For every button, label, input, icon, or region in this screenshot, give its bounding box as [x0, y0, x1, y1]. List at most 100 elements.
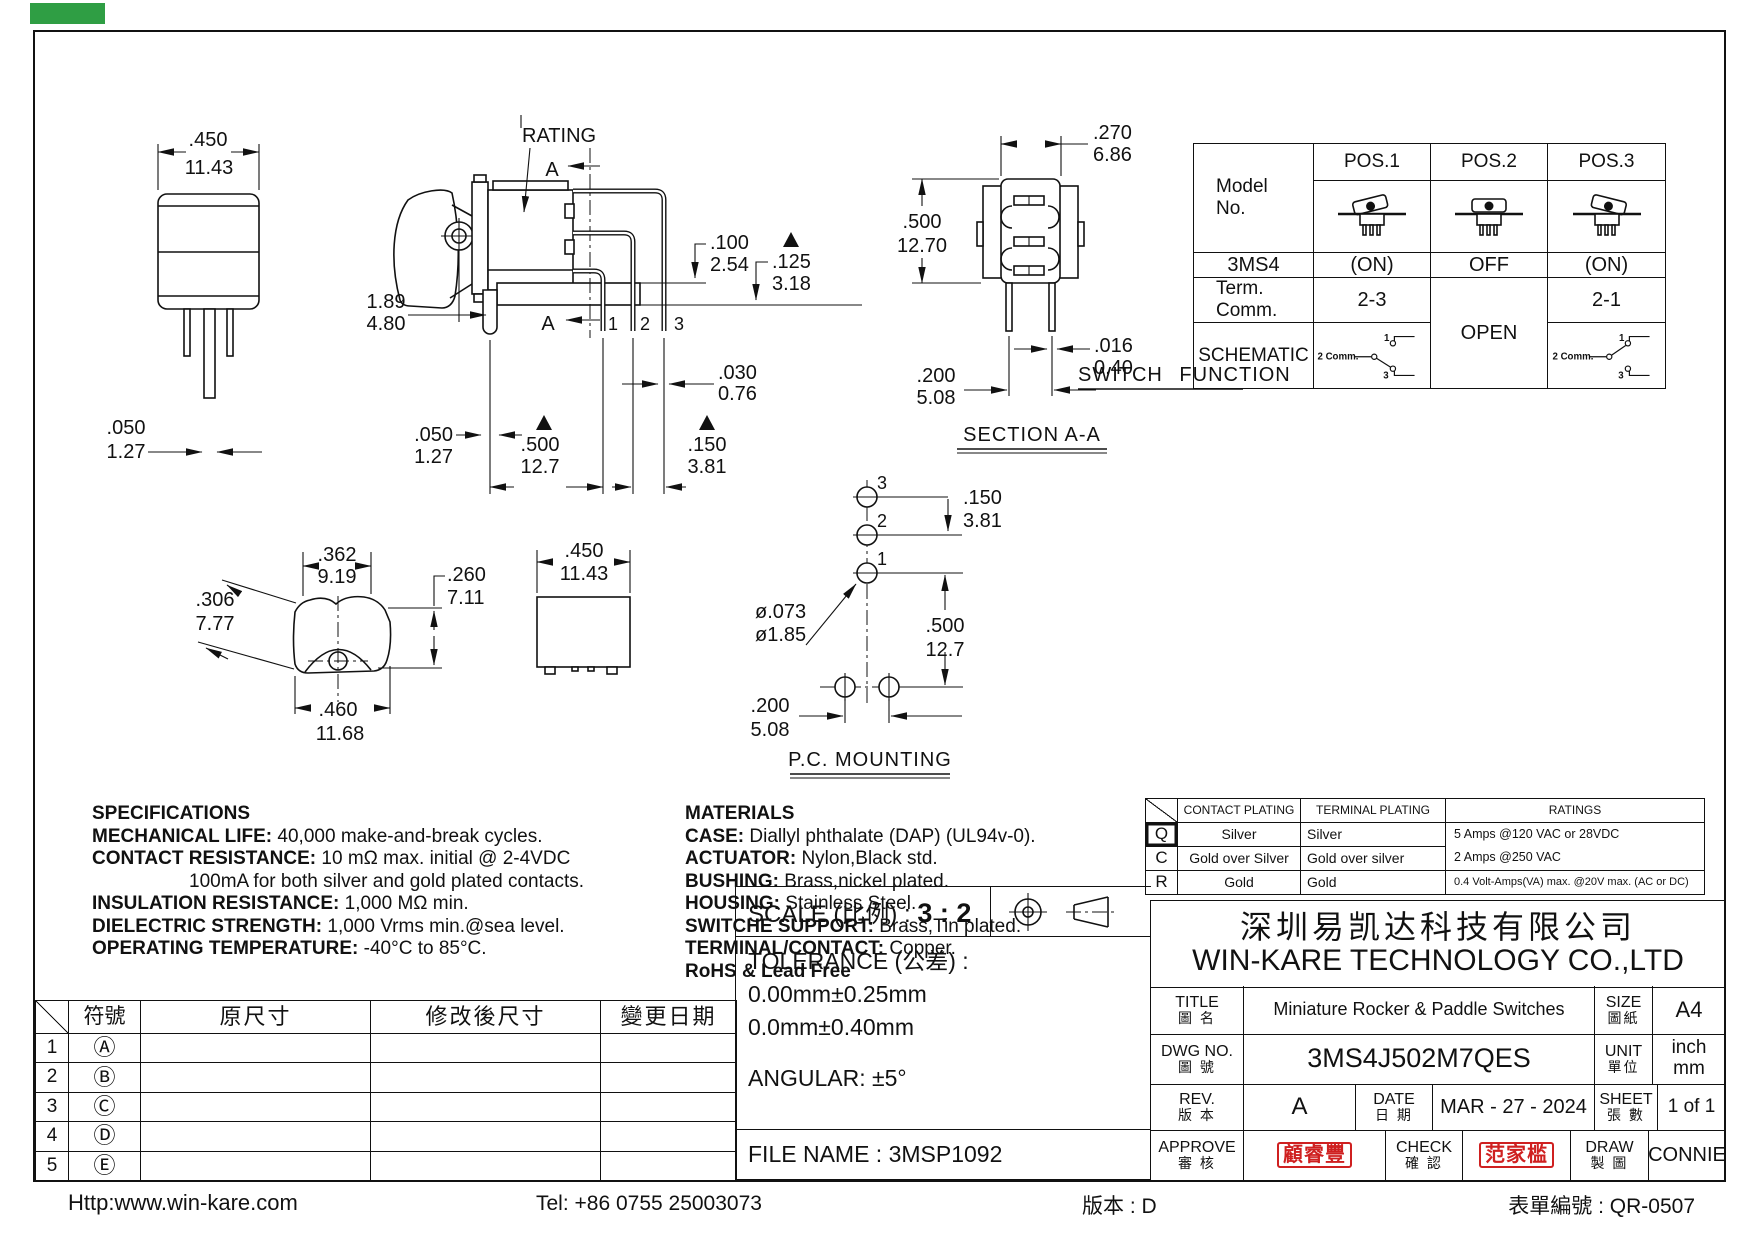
- front-view-drawing: .450 11.43 .050 1.27: [107, 129, 262, 463]
- pos3-schematic-cell: 2 Comm. 1 3: [1548, 323, 1665, 388]
- rev-value: A: [1244, 1084, 1356, 1130]
- footer-tel: Tel: +86 0755 25003073: [536, 1192, 762, 1215]
- term-comm-cell: Term. Comm.: [1194, 278, 1314, 323]
- row-r-key: R: [1146, 871, 1178, 894]
- dim-sec-016-in: .016: [1094, 335, 1133, 357]
- pos1-header: POS.1: [1314, 144, 1431, 181]
- spec-line-mechanical: MECHANICAL LIFE: 40,000 make-and-break c…: [92, 826, 584, 849]
- materials-title: MATERIALS: [685, 803, 1036, 826]
- mat-l2-label: ACTUATOR:: [685, 848, 797, 869]
- ratings-corner-cell: [1146, 799, 1178, 823]
- revision-row-no: 1: [36, 1034, 69, 1064]
- pos2-rocker-cell: [1431, 181, 1548, 253]
- dim-front-pin-in: .050: [107, 417, 146, 439]
- schematic-pos3-icon: 2 Comm. 1 3: [1552, 333, 1650, 381]
- specifications-title-text: SPECIFICATIONS: [92, 803, 250, 824]
- schematic1-comm-label: 2 Comm.: [1317, 351, 1358, 362]
- dim-sec-500-in: .500: [903, 211, 942, 233]
- pos3-term: 2-1: [1548, 278, 1665, 323]
- dim-sec-500-mm: 12.70: [897, 235, 947, 257]
- revision-row-date: [601, 1122, 736, 1152]
- revision-row-no: 4: [36, 1122, 69, 1152]
- dwg-label-en: DWG NO.: [1161, 1042, 1233, 1060]
- revision-row-symbol: Ⓔ: [69, 1151, 141, 1181]
- revision-row-symbol: Ⓐ: [69, 1034, 141, 1064]
- approve-label-cn: 審 核: [1178, 1155, 1216, 1172]
- spec-l2-label: CONTACT RESISTANCE:: [92, 848, 317, 869]
- mat-l6-label: TERMINAL/CONTACT:: [685, 938, 885, 959]
- revision-row-symbol: Ⓓ: [69, 1122, 141, 1152]
- date-label-cell: DATE 日 期: [1356, 1084, 1433, 1130]
- revision-row-no: 2: [36, 1063, 69, 1093]
- size-label-cn: 圖紙: [1607, 1010, 1640, 1027]
- dim-side-500-mm: 12.7: [521, 456, 560, 478]
- revision-row-symbol: Ⓑ: [69, 1063, 141, 1093]
- unit-value-mm: mm: [1673, 1058, 1705, 1079]
- dim-pc-dia-mm: ø1.85: [755, 624, 806, 646]
- angular-tolerance: ANGULAR: ±5°: [748, 1065, 907, 1091]
- dim-pc-200-mm: 5.08: [751, 719, 790, 741]
- tolerance-value-2: 0.0mm±0.40mm: [748, 1014, 914, 1040]
- spec-line-insulation: INSULATION RESISTANCE: 1,000 MΩ min.: [92, 893, 584, 916]
- row-c-key: C: [1146, 847, 1178, 871]
- pos2-state: OFF: [1431, 253, 1548, 278]
- dim-paddle-460-in: .460: [319, 699, 358, 721]
- spec-l1-label: MECHANICAL LIFE:: [92, 825, 273, 847]
- schematic1-t1-label: 1: [1384, 333, 1390, 344]
- mat-l4-value: Stainless Steel.: [785, 893, 917, 914]
- revision-row-orig: [141, 1122, 371, 1152]
- revision-table: 符號 原尺寸 修改後尺寸 變更日期 1 Ⓐ 2 Ⓑ 3 Ⓒ 4 Ⓓ 5 Ⓔ: [35, 1000, 737, 1182]
- projection-symbol-cell: [990, 887, 1151, 936]
- side-pin1-label: 1: [608, 314, 618, 334]
- switch-function-caption-text: SWITCH FUNCTION: [1078, 364, 1291, 386]
- revision-row-changed: [371, 1092, 601, 1123]
- check-label-en: CHECK: [1395, 1138, 1452, 1156]
- spec-line-temperature: OPERATING TEMPERATURE: -40°C to 85°C.: [92, 938, 584, 961]
- draw-label-cn: 製 圖: [1590, 1155, 1629, 1172]
- dim-pc-150-in: .150: [963, 487, 1002, 509]
- tolerance-value-1: 0.00mm±0.25mm: [748, 981, 927, 1007]
- size-value: A4: [1675, 996, 1703, 1022]
- schematic-pos1-icon: 2 Comm. 1 3: [1317, 333, 1415, 381]
- tolerance-triangle-1: [783, 232, 799, 247]
- pc-hole2-label: 2: [877, 511, 887, 531]
- rocker-icon-pos1: [1338, 193, 1406, 236]
- dwg-label-cell: DWG NO. 圖 號: [1151, 1034, 1244, 1084]
- sheet-label-cell: SHEET 張 數: [1595, 1084, 1658, 1130]
- ratings-header: RATINGS: [1446, 799, 1704, 823]
- spec-l4-value: 1,000 MΩ min.: [344, 893, 469, 914]
- dim-pc-dia-in: ø.073: [755, 601, 806, 623]
- dim-paddle-460-mm: 11.68: [316, 723, 365, 745]
- row-c-contact: Gold over Silver: [1178, 847, 1301, 871]
- pc-hole3-label: 3: [877, 473, 887, 493]
- switch-function-caption: SWITCH FUNCTION: [1078, 364, 1291, 390]
- rating-qc-line1: 5 Amps @120 VAC or 28VDC: [1454, 826, 1620, 841]
- switch-function-table: Model No. POS.1 POS.2 POS.3: [1193, 143, 1666, 389]
- rocker-icon-pos2: [1455, 197, 1523, 236]
- spec-l5-label: DIELECTRIC STRENGTH:: [92, 915, 323, 937]
- check-label-cn: 確 認: [1405, 1155, 1443, 1172]
- rev-row: REV. 版 本 A DATE 日 期 MAR - 27 - 2024 SHEE…: [1150, 1084, 1726, 1131]
- spec-line-contact: CONTACT RESISTANCE: 10 mΩ max. initial @…: [92, 848, 584, 871]
- revision-row-changed: [371, 1122, 601, 1152]
- dwg-row: DWG NO. 圖 號 3MS4J502M7QES UNIT 單位 inch m…: [1150, 1034, 1726, 1085]
- third-angle-projection-icon: [1009, 892, 1116, 931]
- revision-row-no: 5: [36, 1151, 69, 1181]
- dim-base-450-mm: 11.43: [560, 563, 609, 585]
- row-c-terminal: Gold over silver: [1301, 847, 1446, 871]
- mat-l2-value: Nylon,Black std.: [801, 848, 938, 869]
- mat-l7-label: RoHS & Lead Free: [685, 960, 851, 982]
- dwg-label-cn: 圖 號: [1178, 1059, 1216, 1076]
- section-view-drawing: .270 6.86 .500 12.70 .016 0.40 .200 5.08…: [897, 122, 1133, 454]
- footer-version: 版本 : D: [1082, 1195, 1157, 1218]
- dim-pc-500-in: .500: [926, 615, 965, 637]
- schematic3-t1-label: 1: [1618, 333, 1624, 344]
- revision-row-symbol: Ⓒ: [69, 1092, 141, 1123]
- date-label-cn: 日 期: [1375, 1107, 1413, 1124]
- spec-line-contact2: 100mA for both silver and gold plated co…: [92, 871, 584, 894]
- mat-line-support: SWITCHE SUPPORT: Brass,Tin plated.: [685, 916, 1036, 939]
- dim-side-189-in: 1.89: [367, 291, 406, 313]
- revision-header-symbol: 符號: [69, 1001, 141, 1034]
- dim-front-width-mm: 11.43: [185, 157, 234, 179]
- section-mark-top: A: [545, 159, 559, 181]
